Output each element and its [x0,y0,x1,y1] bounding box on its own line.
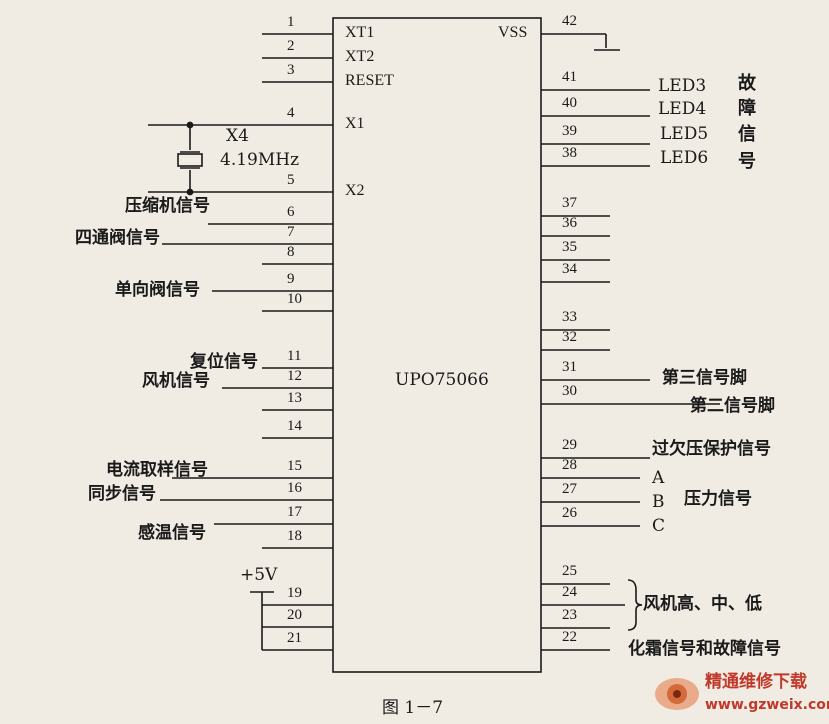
chip-body [332,17,542,673]
left-pin-number-16: 16 [287,480,302,496]
left-pin-number-6: 6 [287,204,295,220]
pressure-signal-label: 压力信号 [684,489,752,509]
crystal-junction-2 [186,188,194,196]
right-pin-number-27: 27 [562,481,577,497]
left-pin-number-2: 2 [287,38,295,54]
left-pin-number-14: 14 [287,418,302,434]
right-pin-number-24: 24 [562,584,577,600]
left-pin-name-5: X2 [345,182,365,199]
left-pin-number-4: 4 [287,105,295,121]
right-signal-30: 第二信号脚 [690,396,775,416]
right-pin-number-41: 41 [562,69,577,85]
watermark-url: www.gzweix.com [705,697,829,713]
figure-caption: 图 1－7 [382,698,444,718]
left-pin-number-9: 9 [287,271,295,287]
left-signal-17: 感温信号 [138,523,206,543]
left-signal-11: 复位信号 [190,352,258,372]
left-pin-name-4: X1 [345,115,365,132]
left-signal-9: 单向阀信号 [115,280,200,300]
led-group-char-4: 号 [738,151,756,172]
led-group-char-1: 故 [738,73,756,94]
right-signal-28: A [652,468,665,488]
right-signal-41: LED3 [658,76,707,96]
right-signal-22: 化霜信号和故障信号 [628,639,781,659]
right-pin-number-33: 33 [562,309,577,325]
supply-label: +5V [240,565,278,585]
left-pin-number-17: 17 [287,504,302,520]
right-pin-number-37: 37 [562,195,577,211]
left-pin-number-13: 13 [287,390,302,406]
left-pin-number-8: 8 [287,244,295,260]
left-pin-name-1: XT1 [345,24,375,41]
left-pin-number-15: 15 [287,458,302,474]
right-signal-27: B [652,492,665,512]
watermark-eye-icon [655,678,699,710]
right-pin-number-22: 22 [562,629,577,645]
fan-speed-label: 风机高、中、低 [643,594,762,614]
left-signal-6: 压缩机信号 [125,196,210,216]
led-group-char-2: 障 [738,98,756,119]
left-signal-7: 四通阀信号 [75,228,160,248]
fan-speed-brace [627,579,643,631]
left-signal-15: 电流取样信号 [106,460,208,480]
left-signal-16: 同步信号 [88,484,156,504]
left-pin-number-7: 7 [287,224,295,240]
right-pin-number-25: 25 [562,563,577,579]
right-pin-number-34: 34 [562,261,577,277]
left-pin-number-20: 20 [287,607,302,623]
left-pin-name-3: RESET [345,72,394,89]
chip-name: UPO75066 [395,370,489,390]
watermark-text: 精通维修下载 [705,672,807,692]
left-pin-number-18: 18 [287,528,302,544]
crystal-frequency: 4.19MHz [220,150,300,170]
left-pin-number-10: 10 [287,291,302,307]
right-pin-number-23: 23 [562,607,577,623]
left-pin-number-5: 5 [287,172,295,188]
left-signal-12: 风机信号 [142,371,210,391]
crystal-ref: X4 [226,126,249,146]
left-pin-number-21: 21 [287,630,302,646]
right-signal-26: C [652,516,666,536]
right-pin-number-40: 40 [562,95,577,111]
right-pin-number-30: 30 [562,383,577,399]
watermark-logo: 精通维修下载 www.gzweix.com [653,668,829,720]
right-signal-40: LED4 [658,99,707,119]
right-pin-number-39: 39 [562,123,577,139]
left-pin-name-2: XT2 [345,48,375,65]
right-pin-number-31: 31 [562,359,577,375]
led-group-char-3: 信 [738,124,756,145]
right-pin-number-28: 28 [562,457,577,473]
right-pin-number-36: 36 [562,215,577,231]
right-pin-number-35: 35 [562,239,577,255]
right-signal-39: LED5 [660,124,709,144]
left-pin-number-1: 1 [287,14,295,30]
right-signal-38: LED6 [660,148,709,168]
right-pin-number-42: 42 [562,13,577,29]
right-pin-number-38: 38 [562,145,577,161]
right-pin-name-42: VSS [498,24,528,41]
crystal-body [177,153,203,167]
right-pin-number-29: 29 [562,437,577,453]
right-signal-31: 第三信号脚 [662,368,747,388]
left-pin-number-11: 11 [287,348,302,364]
right-pin-number-26: 26 [562,505,577,521]
right-signal-29: 过欠压保护信号 [652,439,771,459]
left-pin-number-19: 19 [287,585,302,601]
right-pin-number-32: 32 [562,329,577,345]
left-pin-number-3: 3 [287,62,295,78]
crystal-junction-1 [186,121,194,129]
left-pin-number-12: 12 [287,368,302,384]
